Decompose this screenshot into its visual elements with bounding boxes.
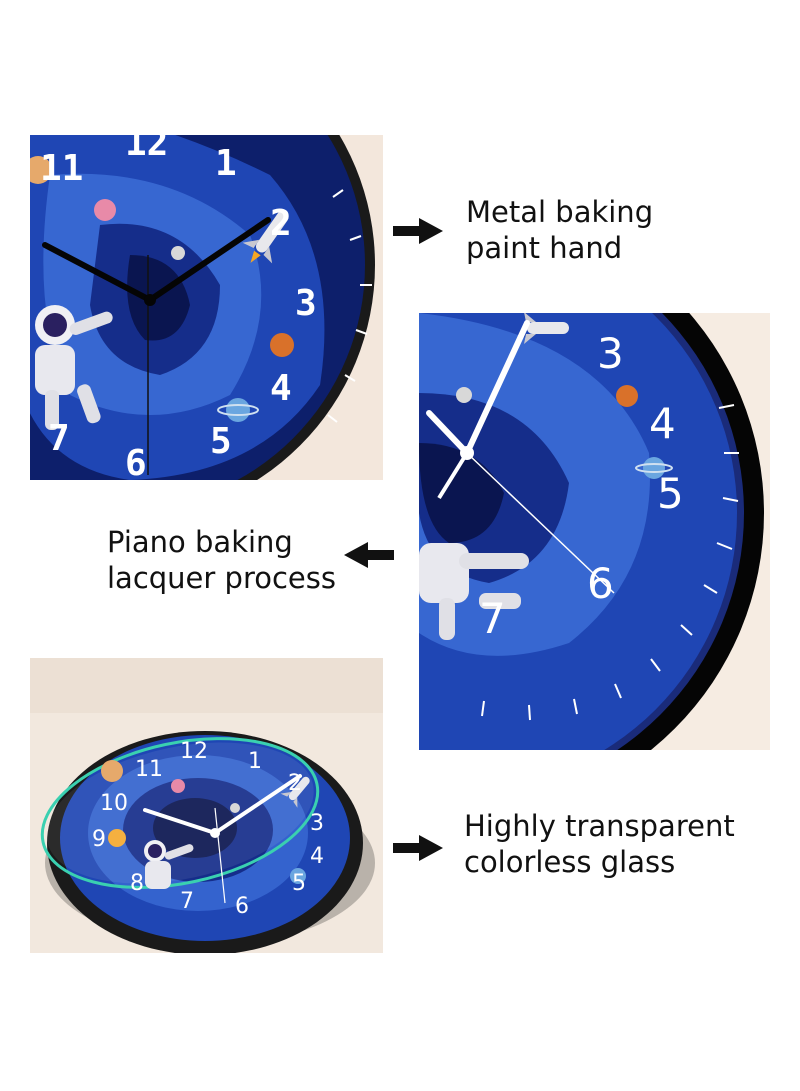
rocket-icon	[242, 210, 289, 264]
arrow-right-icon	[393, 218, 443, 244]
numeral: 8	[130, 871, 144, 896]
numeral: 2	[270, 203, 292, 244]
planet-icon	[226, 398, 250, 422]
numeral: 11	[135, 757, 163, 782]
planet-icon	[171, 246, 185, 260]
clock-full-view: 12 1 2 3 4 5 6 7 8 9 10 11	[30, 658, 383, 953]
caption-line: colorless glass	[464, 845, 676, 879]
numeral: 4	[310, 844, 324, 869]
numeral: 1	[248, 749, 262, 774]
planet-icon	[616, 385, 638, 407]
astronaut-icon	[144, 840, 194, 889]
numeral: 11	[40, 148, 83, 189]
caption-line: lacquer process	[107, 561, 336, 595]
planet-icon	[101, 760, 123, 782]
planet-icon	[270, 333, 294, 357]
numeral: 5	[210, 421, 232, 462]
clock-closeup-frame: 3 4 5 6 7	[419, 313, 770, 750]
feature-caption-metal-hands: Metal baking paint hand	[466, 194, 653, 266]
numeral: 7	[48, 418, 70, 459]
numeral: 9	[92, 827, 106, 852]
caption-line: paint hand	[466, 231, 623, 265]
arrow-left-icon	[344, 542, 394, 568]
feature-caption-glass: Highly transparent colorless glass	[464, 808, 735, 880]
clock-hands	[426, 320, 615, 594]
numeral: 3	[597, 329, 624, 378]
planet-icon	[456, 387, 472, 403]
photo-glass-clock: 12 1 2 3 4 5 6 7 8 9 10 11	[30, 658, 383, 953]
rocket-icon	[280, 776, 310, 808]
planet-icon	[108, 829, 126, 847]
numeral: 12	[125, 135, 168, 164]
astronaut-icon	[419, 543, 529, 640]
numeral: 7	[180, 889, 194, 914]
numeral: 10	[100, 791, 128, 816]
planet-icon	[30, 156, 52, 184]
photo-lacquer-frame: 3 4 5 6 7	[419, 313, 770, 750]
arrow-right-icon	[393, 835, 443, 861]
clock-closeup-hands: 12 11 1 2 3 4 5 6 7	[30, 135, 383, 480]
numeral: 6	[125, 443, 147, 480]
planet-icon	[230, 803, 240, 813]
numeral: 12	[180, 739, 208, 764]
planet-icon	[643, 457, 665, 479]
numeral: 3	[310, 811, 324, 836]
caption-line: Metal baking	[466, 195, 654, 229]
numeral: 5	[657, 469, 684, 518]
numeral: 3	[295, 283, 317, 324]
planet-icon	[290, 868, 306, 884]
rocket-icon	[524, 313, 569, 344]
caption-line: Highly transparent	[464, 809, 735, 843]
numeral: 6	[587, 559, 614, 608]
feature-caption-lacquer: Piano baking lacquer process	[107, 524, 336, 596]
photo-metal-hands: 12 11 1 2 3 4 5 6 7	[30, 135, 383, 480]
caption-line: Piano baking	[107, 525, 293, 559]
numeral: 1	[215, 143, 237, 184]
numeral: 4	[649, 399, 676, 448]
astronaut-icon	[35, 305, 113, 430]
numeral: 4	[270, 368, 292, 409]
clock-hands	[143, 774, 302, 904]
numeral: 5	[292, 871, 306, 896]
planet-icon	[94, 199, 116, 221]
numeral: 7	[479, 594, 506, 643]
planet-icon	[171, 779, 185, 793]
clock-hands	[42, 217, 271, 475]
numeral: 6	[235, 894, 249, 919]
